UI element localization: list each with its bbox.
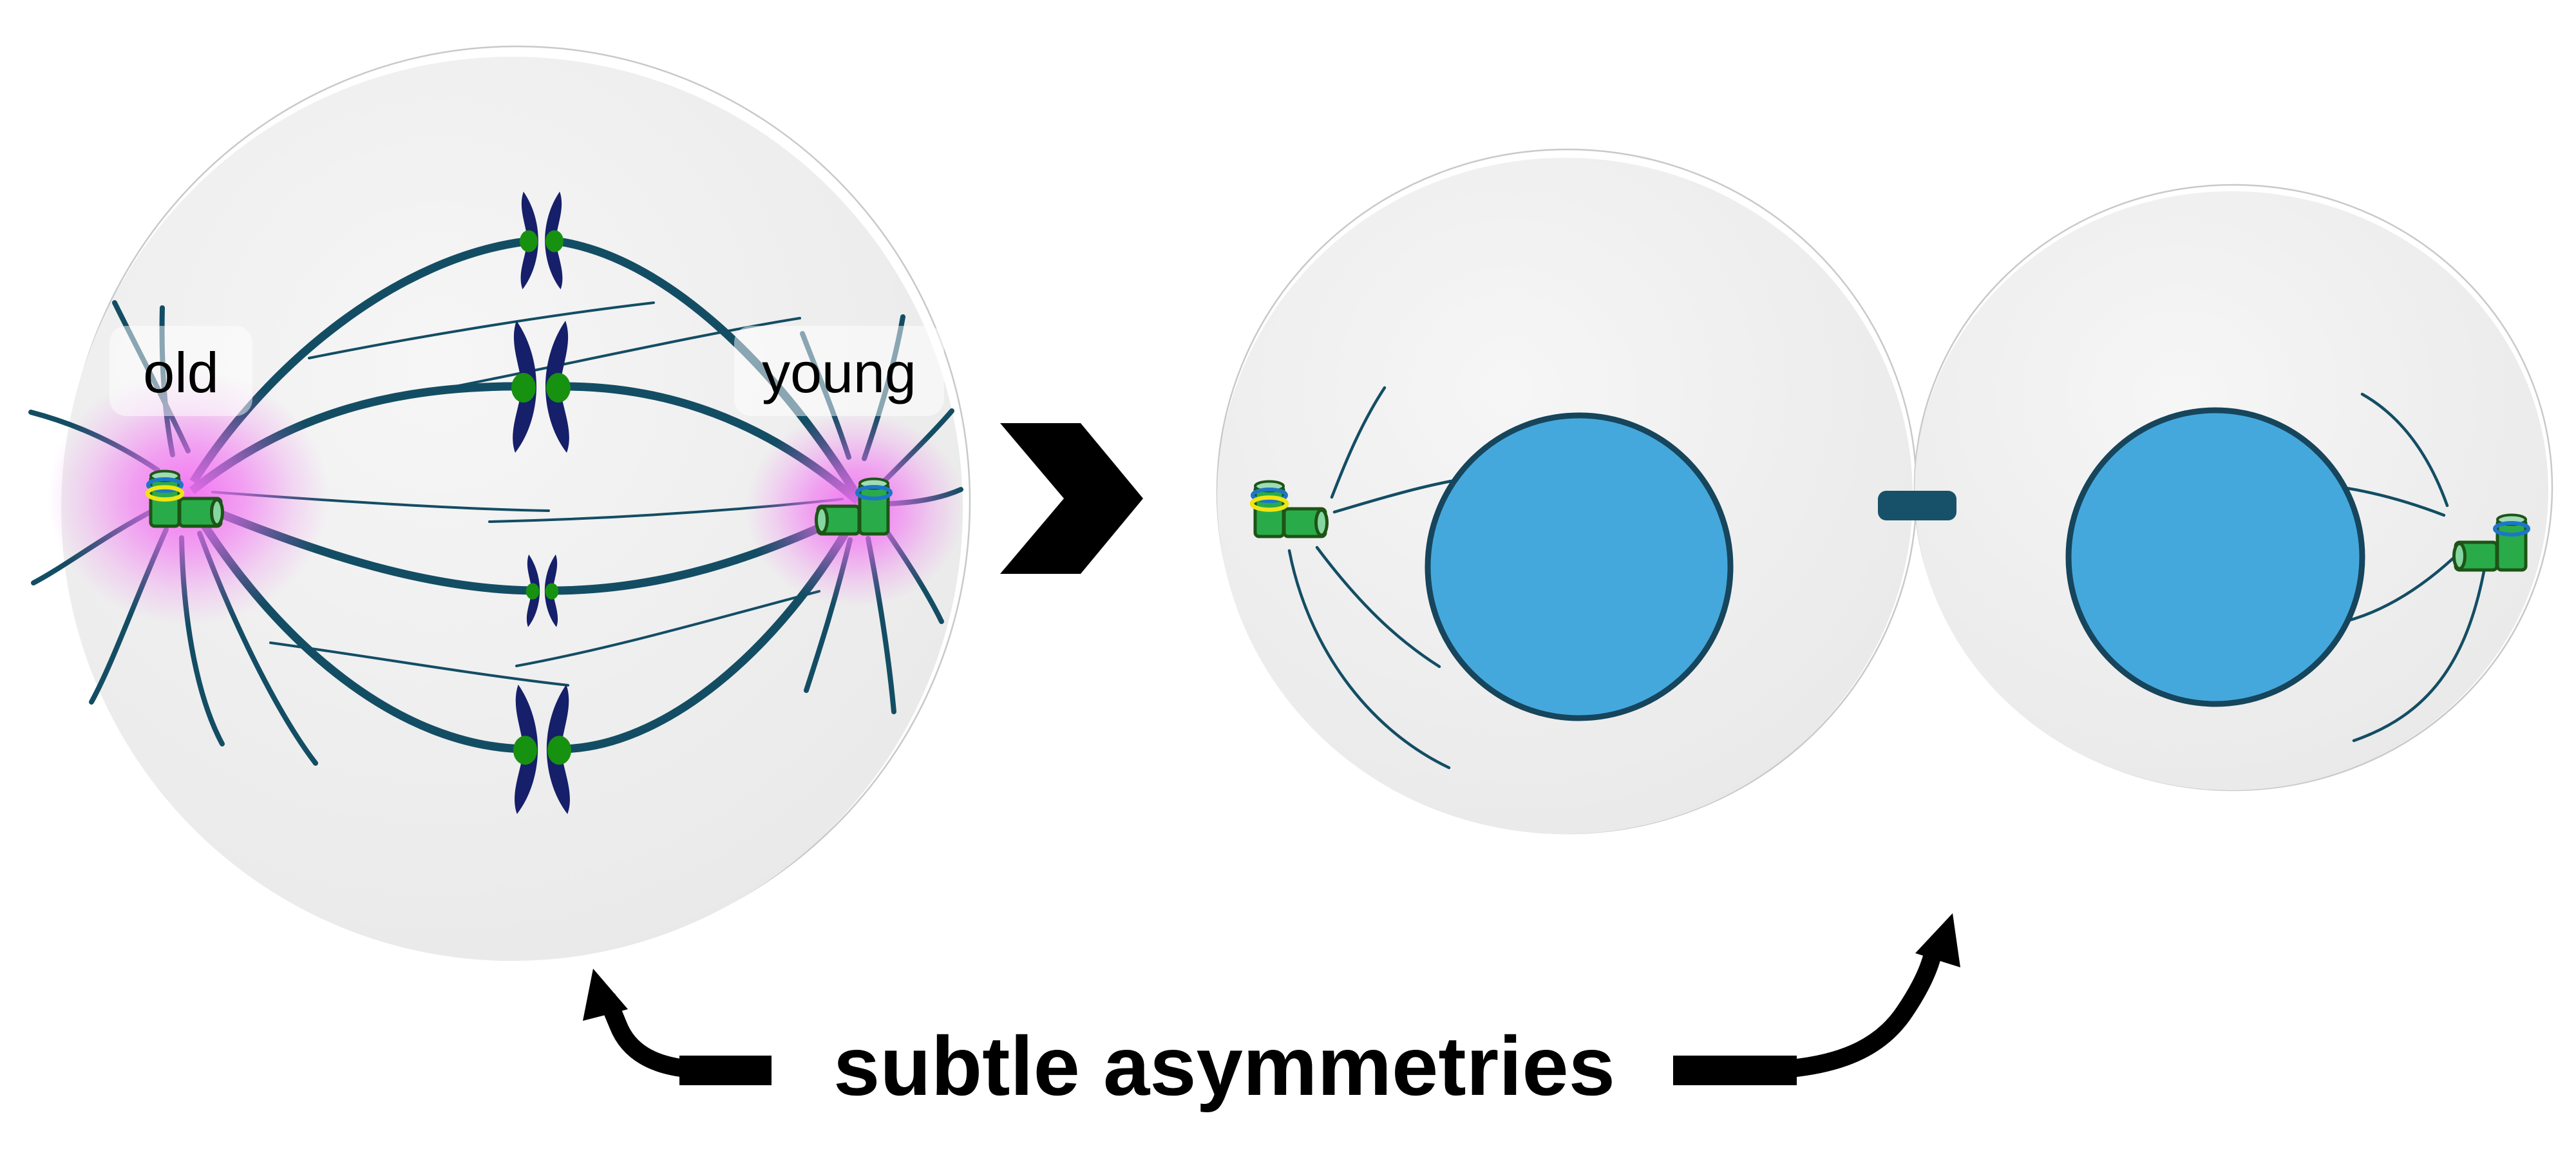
- metaphase-cell: old young: [28, 45, 971, 961]
- old-label-text: old: [143, 341, 218, 404]
- astral-microtubule: [2334, 547, 2465, 625]
- interpolar-microtubule: [308, 301, 655, 359]
- daughter-right-outline: [1913, 184, 2553, 792]
- daughter-cells: [1216, 148, 2553, 835]
- nucleus-left: [1425, 412, 1734, 721]
- astral-microtubules-daughter-left: [1287, 386, 1464, 770]
- midbody: [1878, 491, 1956, 520]
- old-pole-label: old: [109, 326, 252, 416]
- astral-microtubule: [1332, 477, 1464, 514]
- daughter-cell-left: [1216, 148, 1918, 835]
- interpolar-microtubule: [515, 590, 820, 667]
- young-label-text: young: [762, 341, 916, 404]
- astral-microtubule: [1330, 386, 1387, 499]
- arrow-shaft: [1783, 949, 1942, 1078]
- nucleus-right: [2065, 407, 2365, 707]
- arrow-head: [583, 969, 628, 1021]
- astral-microtubule: [1315, 546, 1441, 669]
- astral-microtubule: [2360, 392, 2449, 508]
- curved-arrow-right: [1673, 913, 1960, 1085]
- astral-microtubule: [2352, 566, 2486, 743]
- curved-arrow-left: [583, 969, 772, 1085]
- old-label-background: [109, 326, 252, 416]
- caption-annotation: subtle asymmetries: [583, 913, 1960, 1113]
- arrow-head: [1915, 913, 1960, 967]
- young-pole-label: young: [734, 326, 944, 416]
- young-label-background: [734, 326, 944, 416]
- daughter-cell-right: [1913, 184, 2553, 792]
- chevron-right-icon: [1000, 423, 1143, 574]
- astral-microtubule: [1287, 549, 1451, 770]
- interpolar-microtubule: [269, 641, 569, 687]
- caption-text: subtle asymmetries: [833, 1019, 1615, 1113]
